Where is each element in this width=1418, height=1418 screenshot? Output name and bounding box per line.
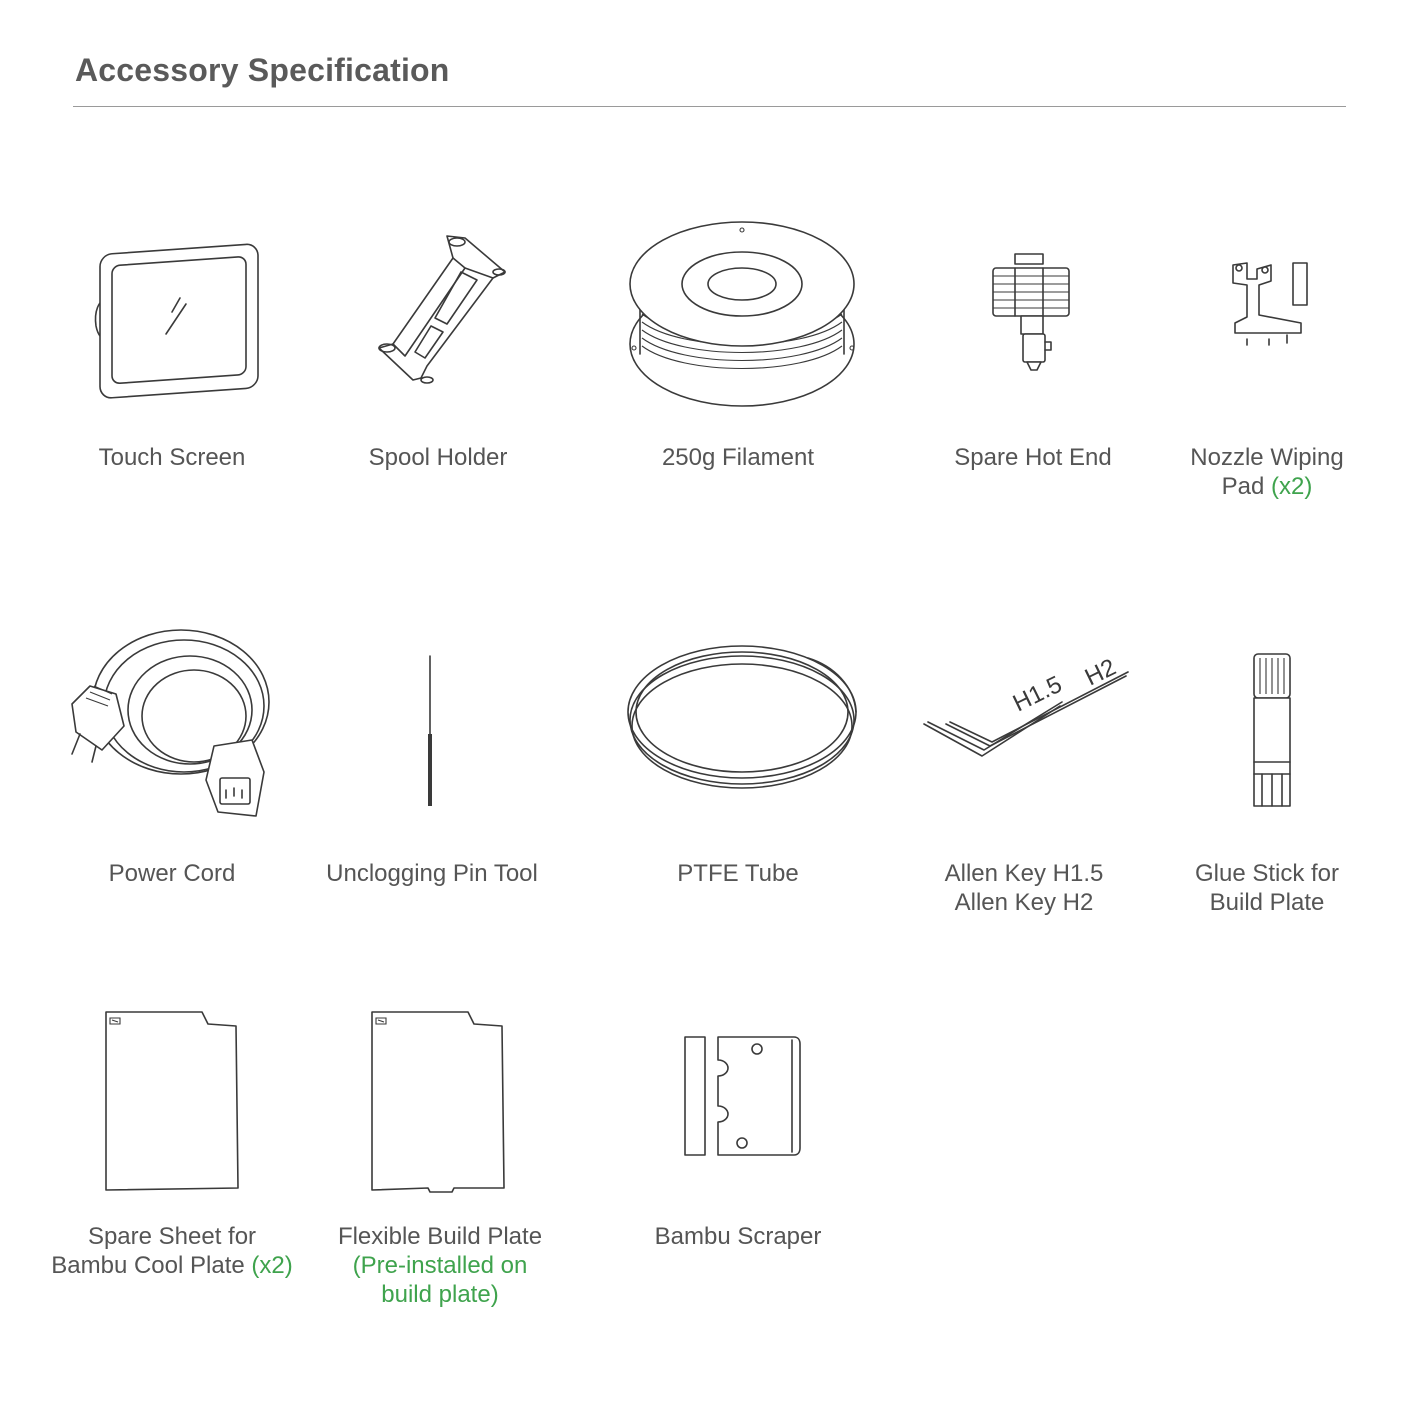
- hot-end-icon: [985, 250, 1075, 380]
- accessory-label: Touch Screen: [52, 443, 292, 472]
- label-line: Flexible Build Plate: [337, 1223, 543, 1250]
- unclogging-pin-icon: [420, 654, 440, 810]
- accessory-label: Allen Key H1.5 Allen Key H2: [904, 859, 1144, 917]
- accessory-label: Bambu Scraper: [618, 1222, 858, 1251]
- spool-holder-icon: [365, 228, 515, 398]
- label-line: Pad (x2): [1221, 473, 1313, 500]
- touch-screen-icon: [80, 240, 270, 400]
- label-line: Unclogging Pin Tool: [326, 860, 538, 887]
- accessory-label: Power Cord: [52, 859, 292, 888]
- scraper-icon: [682, 1034, 806, 1160]
- allen-key-size-h2: H2: [1081, 654, 1120, 692]
- label-line: Build Plate: [1209, 889, 1325, 916]
- power-cord-icon: [66, 622, 276, 822]
- label-line: Allen Key H1.5: [944, 860, 1104, 887]
- allen-key-icon: H1.5 H2: [920, 650, 1140, 770]
- label-line: Power Cord: [108, 860, 236, 887]
- accessory-label: 250g Filament: [618, 443, 858, 472]
- title-divider: [73, 106, 1346, 107]
- label-line: Spare Sheet for: [87, 1223, 257, 1250]
- label-line: Touch Screen: [98, 444, 246, 471]
- accessory-label: Nozzle Wiping Pad (x2): [1147, 443, 1387, 501]
- label-line: Bambu Scraper: [654, 1223, 822, 1250]
- accessory-label: PTFE Tube: [618, 859, 858, 888]
- ptfe-tube-icon: [624, 640, 864, 790]
- label-line: (Pre-installed on: [352, 1252, 528, 1279]
- flexible-build-plate-icon: [368, 1008, 508, 1198]
- filament-spool-icon: [622, 214, 862, 414]
- glue-stick-icon: [1250, 650, 1294, 810]
- label-line: Nozzle Wiping: [1190, 444, 1344, 471]
- accessory-label: Spool Holder: [318, 443, 558, 472]
- accessory-label: Spare Hot End: [913, 443, 1153, 472]
- label-line: Glue Stick for: [1194, 860, 1340, 887]
- label-line: 250g Filament: [661, 444, 815, 471]
- accessory-label: Flexible Build Plate (Pre-installed on b…: [320, 1222, 560, 1309]
- accessory-label: Spare Sheet for Bambu Cool Plate (x2): [22, 1222, 322, 1280]
- label-line: Spare Hot End: [954, 444, 1112, 471]
- cool-plate-sheet-icon: [102, 1008, 242, 1194]
- label-line: Allen Key H2: [954, 889, 1094, 916]
- accessory-label: Glue Stick for Build Plate: [1147, 859, 1387, 917]
- accessory-label: Unclogging Pin Tool: [312, 859, 552, 888]
- nozzle-wiping-pad-icon: [1225, 255, 1315, 350]
- label-line: Spool Holder: [368, 444, 508, 471]
- label-line: Bambu Cool Plate (x2): [51, 1252, 293, 1279]
- label-line: build plate): [381, 1281, 499, 1308]
- page-title: Accessory Specification: [75, 52, 450, 88]
- label-line: PTFE Tube: [677, 860, 799, 887]
